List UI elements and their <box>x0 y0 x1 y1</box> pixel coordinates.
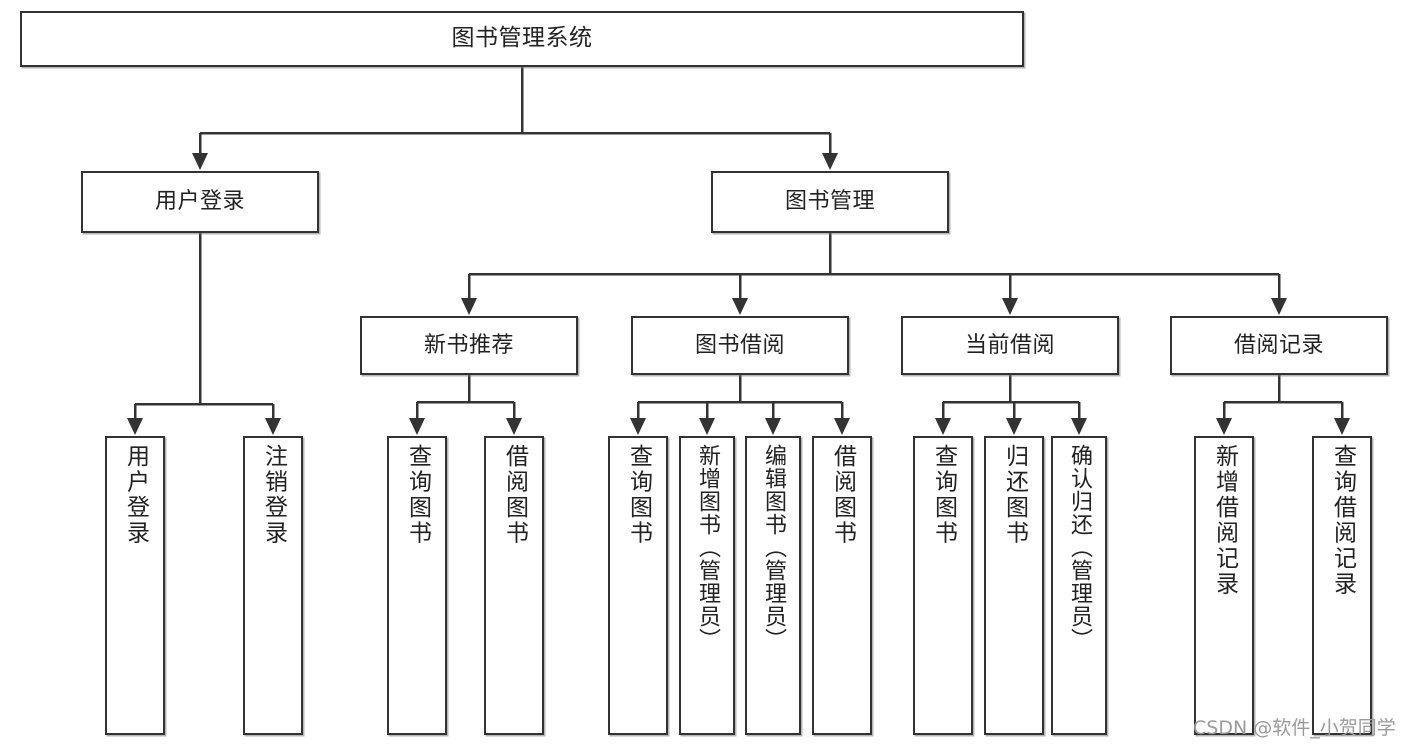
node-label-book-borrow: 图书借阅 <box>694 332 785 358</box>
node-leaf-query-book-1[interactable]: 查询图书 <box>387 436 447 735</box>
node-label-leaf-query-book-2: 查询图书 <box>625 444 652 546</box>
arrowhead-leaf-query-book-3 <box>935 418 951 435</box>
node-label-borrow-record: 借阅记录 <box>1233 332 1324 358</box>
node-label-leaf-add-record: 新增借阅记录 <box>1211 444 1238 597</box>
node-label-leaf-query-book-3: 查询图书 <box>930 444 957 546</box>
node-label-leaf-confirm-return: 确认归还（管理员） <box>1067 444 1092 651</box>
arrowhead-leaf-borrow-book-1 <box>506 418 522 435</box>
node-leaf-query-book-2[interactable]: 查询图书 <box>608 436 668 735</box>
node-current-borrow[interactable]: 当前借阅 <box>901 316 1119 375</box>
node-leaf-query-record[interactable]: 查询借阅记录 <box>1312 436 1372 735</box>
node-label-leaf-user-login: 用户登录 <box>122 444 149 546</box>
node-label-leaf-add-book: 新增图书（管理员） <box>695 444 720 651</box>
arrowhead-borrow-record <box>1271 298 1287 315</box>
node-leaf-return-book[interactable]: 归还图书 <box>984 436 1044 735</box>
node-label-leaf-edit-book: 编辑图书（管理员） <box>761 444 786 651</box>
node-label-leaf-query-book-1: 查询图书 <box>404 444 431 546</box>
node-label-leaf-logout: 注销登录 <box>260 444 287 546</box>
node-label-leaf-return-book: 归还图书 <box>1001 444 1028 546</box>
arrowhead-leaf-query-book-1 <box>409 418 425 435</box>
node-leaf-query-book-3[interactable]: 查询图书 <box>913 436 973 735</box>
arrowhead-book-borrow <box>732 298 748 315</box>
node-root[interactable]: 图书管理系统 <box>20 11 1024 67</box>
arrowhead-user-login <box>192 153 208 170</box>
node-leaf-logout[interactable]: 注销登录 <box>243 436 303 735</box>
node-leaf-borrow-book-2[interactable]: 借阅图书 <box>812 436 872 735</box>
arrowhead-leaf-confirm-return <box>1071 418 1087 435</box>
node-borrow-record[interactable]: 借阅记录 <box>1170 316 1388 375</box>
node-label-current-borrow: 当前借阅 <box>964 332 1055 358</box>
arrowhead-leaf-borrow-book-2 <box>834 418 850 435</box>
node-label-book-manage: 图书管理 <box>784 189 875 215</box>
arrowhead-leaf-logout <box>265 418 281 435</box>
node-label-user-login: 用户登录 <box>154 189 245 215</box>
watermark-text: CSDN @软件_小贺同学 <box>1193 717 1396 739</box>
node-leaf-add-book[interactable]: 新增图书（管理员） <box>679 436 735 735</box>
node-new-book-rec[interactable]: 新书推荐 <box>360 316 578 375</box>
node-label-leaf-borrow-book-1: 借阅图书 <box>501 444 528 546</box>
arrowhead-leaf-user-login <box>127 418 143 435</box>
arrowhead-leaf-return-book <box>1006 418 1022 435</box>
node-label-new-book-rec: 新书推荐 <box>423 332 514 358</box>
node-leaf-edit-book[interactable]: 编辑图书（管理员） <box>745 436 801 735</box>
arrowhead-leaf-add-book <box>699 418 715 435</box>
arrowhead-leaf-add-record <box>1216 418 1232 435</box>
node-leaf-user-login[interactable]: 用户登录 <box>105 436 165 735</box>
arrowhead-leaf-query-record <box>1334 418 1350 435</box>
node-book-borrow[interactable]: 图书借阅 <box>631 316 849 375</box>
node-book-manage[interactable]: 图书管理 <box>711 171 949 233</box>
node-leaf-borrow-book-1[interactable]: 借阅图书 <box>484 436 544 735</box>
node-leaf-confirm-return[interactable]: 确认归还（管理员） <box>1051 436 1107 735</box>
node-label-leaf-borrow-book-2: 借阅图书 <box>829 444 856 546</box>
arrowhead-book-manage <box>822 153 838 170</box>
node-label-root: 图书管理系统 <box>451 25 593 52</box>
node-label-leaf-query-record: 查询借阅记录 <box>1329 444 1356 597</box>
arrowhead-current-borrow <box>1002 298 1018 315</box>
arrowhead-leaf-edit-book <box>765 418 781 435</box>
arrowhead-new-book-rec <box>461 298 477 315</box>
arrowhead-leaf-query-book-2 <box>630 418 646 435</box>
node-user-login[interactable]: 用户登录 <box>81 171 319 233</box>
node-leaf-add-record[interactable]: 新增借阅记录 <box>1194 436 1254 735</box>
